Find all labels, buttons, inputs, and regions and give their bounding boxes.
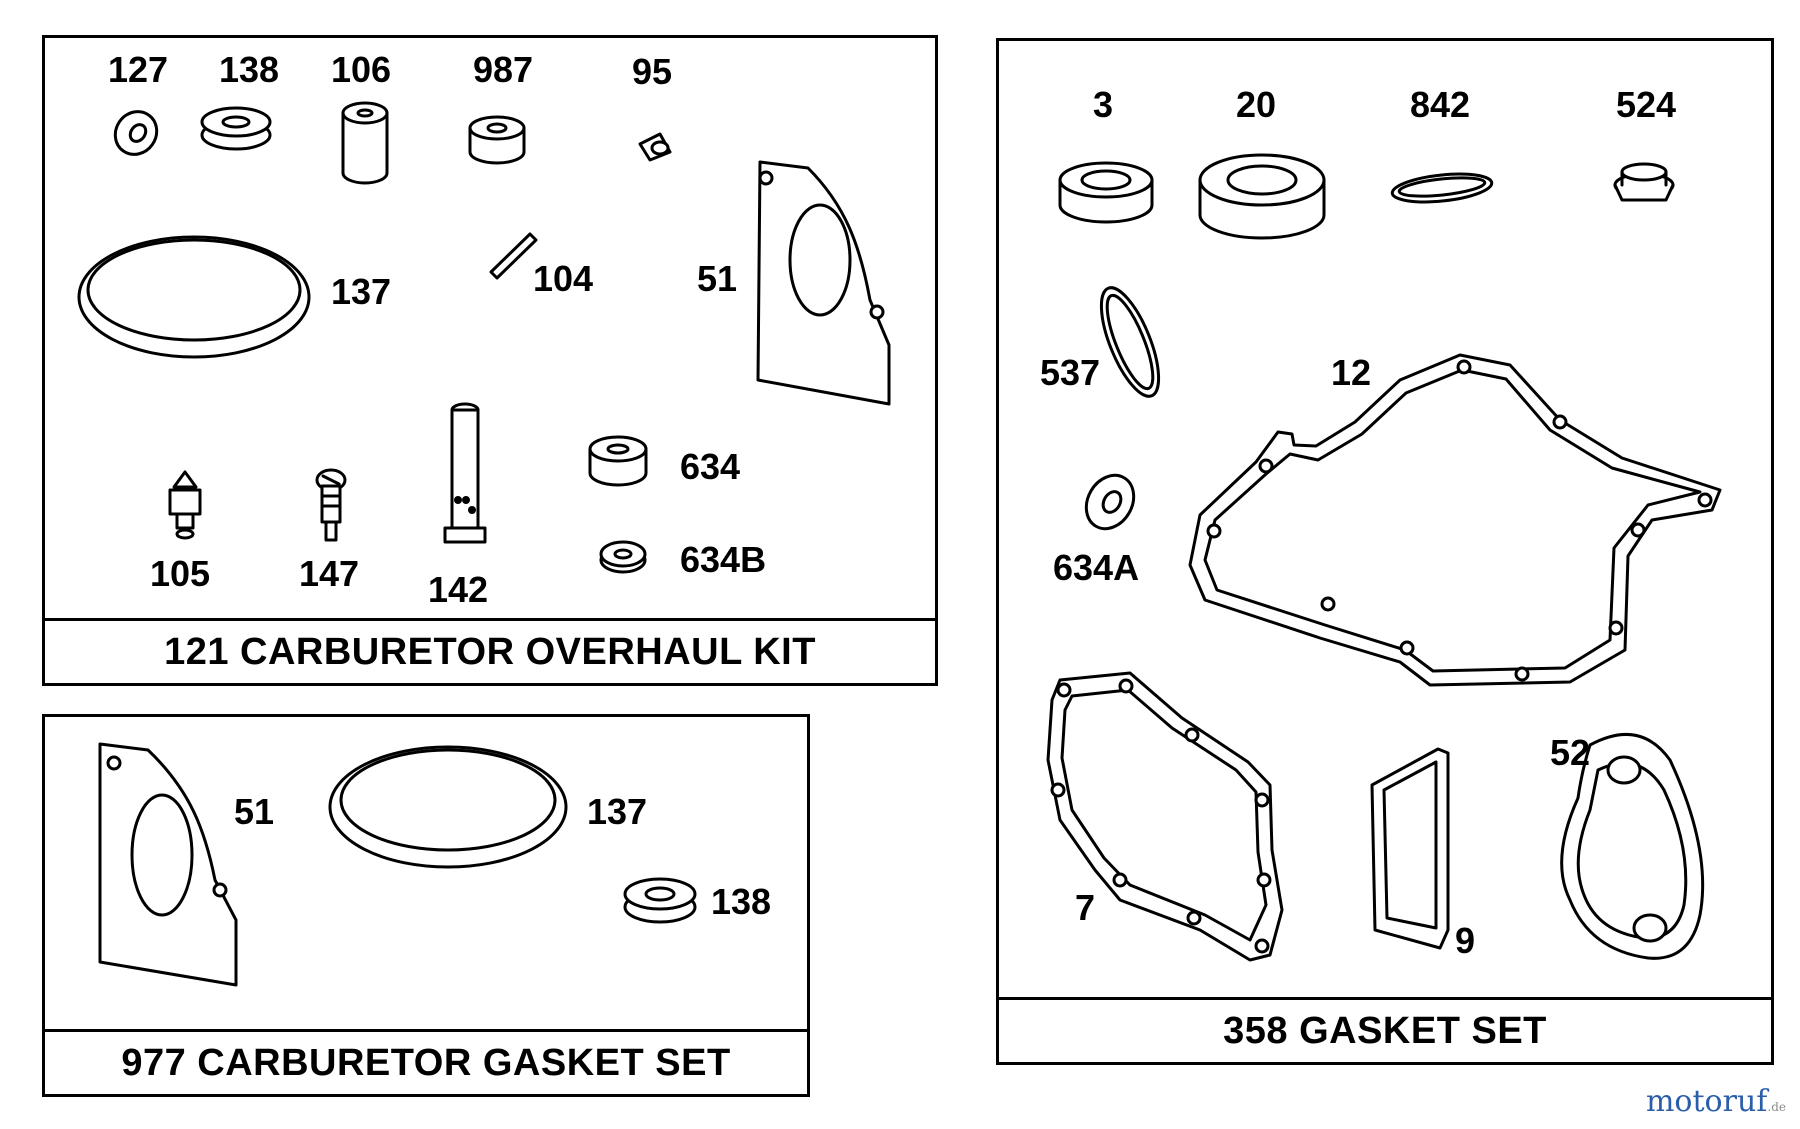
part-3-seal — [1058, 161, 1154, 224]
carb-gasket-caption: 977 CARBURETOR GASKET SET — [45, 1029, 807, 1094]
part-52-gasket — [1560, 732, 1705, 960]
part-12-crankcase-gasket — [1188, 353, 1722, 687]
part-147-screw — [315, 468, 347, 542]
label-51: 51 — [697, 258, 738, 299]
label-634: 634 — [680, 446, 741, 487]
label-20: 20 — [1236, 84, 1277, 125]
part-127-washer — [113, 110, 159, 156]
part-7-cover-gasket — [1046, 671, 1284, 962]
label-842: 842 — [1410, 84, 1471, 125]
overhaul-kit-panel: 121 CARBURETOR OVERHAUL KIT — [42, 35, 938, 686]
label-147: 147 — [299, 553, 360, 594]
label-987: 987 — [473, 49, 534, 90]
label-634b: 634B — [680, 539, 767, 580]
part-9-gasket — [1370, 747, 1450, 950]
label-12: 12 — [1331, 352, 1372, 393]
part-634a-washer — [1084, 473, 1136, 531]
part-20-seal — [1198, 153, 1326, 240]
label-52: 52 — [1550, 732, 1591, 773]
part-524-plug — [1613, 162, 1675, 202]
part-104-pin — [489, 232, 538, 280]
label-95: 95 — [632, 51, 673, 92]
label-524: 524 — [1616, 84, 1677, 125]
label-142: 142 — [428, 569, 489, 610]
part-106-sleeve — [341, 101, 389, 185]
overhaul-kit-caption: 121 CARBURETOR OVERHAUL KIT — [45, 618, 935, 683]
part-842-o-ring — [1390, 172, 1494, 204]
part-95-screw — [638, 132, 672, 162]
part-51-gasket-b — [98, 742, 238, 987]
label-9: 9 — [1455, 920, 1476, 961]
label-537: 537 — [1040, 352, 1101, 393]
gasket-set-caption: 358 GASKET SET — [999, 997, 1771, 1062]
label-104: 104 — [533, 258, 594, 299]
label-137: 137 — [331, 271, 392, 312]
label-106: 106 — [331, 49, 392, 90]
label-7: 7 — [1075, 887, 1096, 928]
part-138-seal-b — [623, 877, 697, 924]
label-138-b: 138 — [711, 881, 772, 922]
label-3: 3 — [1093, 84, 1114, 125]
label-51-b: 51 — [234, 791, 275, 832]
label-137-b: 137 — [587, 791, 648, 832]
watermark-main: motoruf — [1645, 1084, 1768, 1119]
label-634a: 634A — [1053, 547, 1140, 588]
part-537-o-ring — [1099, 286, 1161, 398]
label-127: 127 — [108, 49, 169, 90]
part-634b-washer — [599, 540, 647, 574]
part-105-needle — [168, 470, 202, 540]
part-987-bushing — [468, 115, 526, 165]
part-137-o-ring — [77, 235, 311, 359]
carb-gasket-panel: 977 CARBURETOR GASKET SET — [42, 714, 810, 1097]
part-634-spacer — [588, 435, 648, 487]
part-138-seal — [200, 106, 272, 151]
part-137-o-ring-b — [328, 745, 568, 869]
label-138: 138 — [219, 49, 280, 90]
motoruf-watermark: motoruf.de — [1646, 1084, 1786, 1119]
watermark-tld: .de — [1767, 1100, 1786, 1114]
gasket-set-panel: 358 GASKET SET — [996, 38, 1774, 1065]
part-51-gasket — [756, 160, 891, 406]
label-105: 105 — [150, 553, 211, 594]
part-142-tube — [443, 402, 487, 544]
